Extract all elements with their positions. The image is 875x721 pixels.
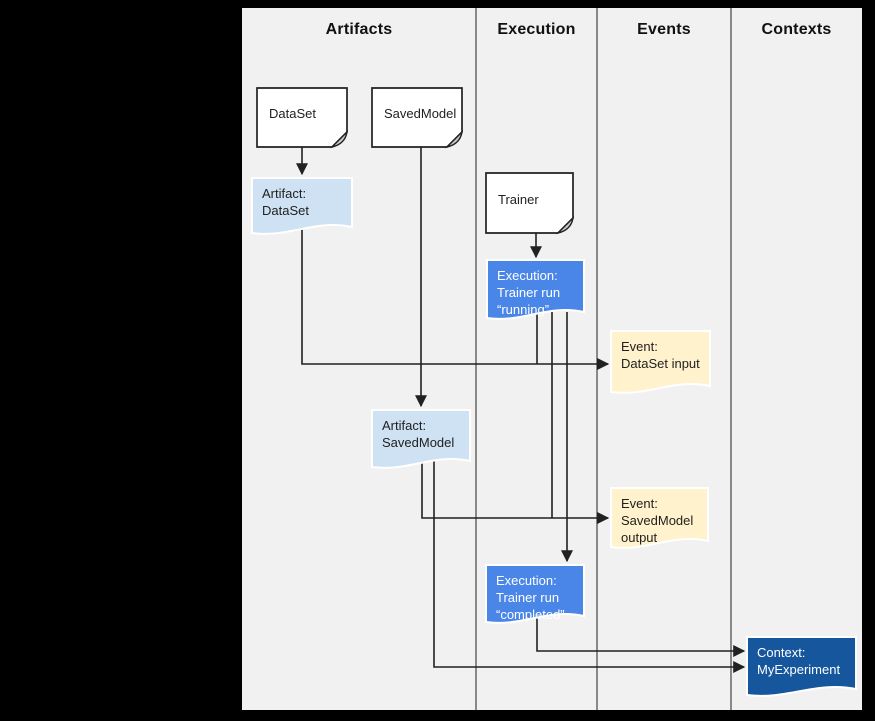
edges (296, 146, 746, 673)
event-dataset-input-node-shape (610, 330, 711, 394)
event-savedmodel-output-node-label: Event: SavedModel output (621, 496, 694, 545)
dataset-node-shape (256, 87, 349, 149)
execution-running-node-label: Execution: Trainer run “running” (497, 268, 561, 317)
arrow-artifact-savedmodel-to-event-savedmodel-output (421, 460, 610, 524)
column-header-artifacts: Artifacts (325, 21, 393, 38)
savedmodel-node-shape (371, 87, 464, 149)
node-shapes (251, 87, 857, 697)
column-header-execution: Execution (497, 21, 576, 38)
artifact-savedmodel-node-shape (371, 409, 471, 469)
arrow-artifact-savedmodel-to-context (433, 460, 746, 673)
trainer-node-shape (485, 172, 575, 235)
column-header-events: Events (637, 21, 691, 38)
event-dataset-input-node-label: Event: DataSet input (621, 339, 700, 371)
diagram-canvas: Artifacts Execution Events Contexts Data… (242, 8, 862, 710)
execution-completed-node-shape (485, 564, 585, 624)
folded-corner-icon (444, 129, 464, 149)
execution-running-node-shape (486, 259, 585, 320)
event-savedmodel-output-node-shape (610, 487, 709, 549)
diagram-graphics (251, 8, 857, 710)
artifact-dataset-node-shape (251, 177, 353, 235)
folded-corner-icon (329, 129, 349, 149)
artifact-dataset-node-label: Artifact: DataSet (262, 186, 309, 218)
dataset-node-label: DataSet (269, 106, 316, 121)
trainer-node-label: Trainer (498, 191, 539, 207)
context-myexperiment-node-label: Context: MyExperiment (757, 645, 841, 677)
arrow-execution-completed-to-context (536, 616, 746, 657)
folded-corner-icon (555, 215, 575, 235)
column-header-contexts: Contexts (761, 21, 832, 38)
execution-completed-node-label: Execution: Trainer run “completed” (496, 573, 565, 622)
context-myexperiment-node-shape (746, 636, 857, 697)
arrow-artifact-dataset-to-event-dataset-input (301, 228, 610, 370)
artifact-savedmodel-node-label: Artifact: SavedModel (382, 418, 455, 450)
savedmodel-node-label: SavedModel (384, 106, 457, 121)
column-dividers (475, 8, 732, 710)
